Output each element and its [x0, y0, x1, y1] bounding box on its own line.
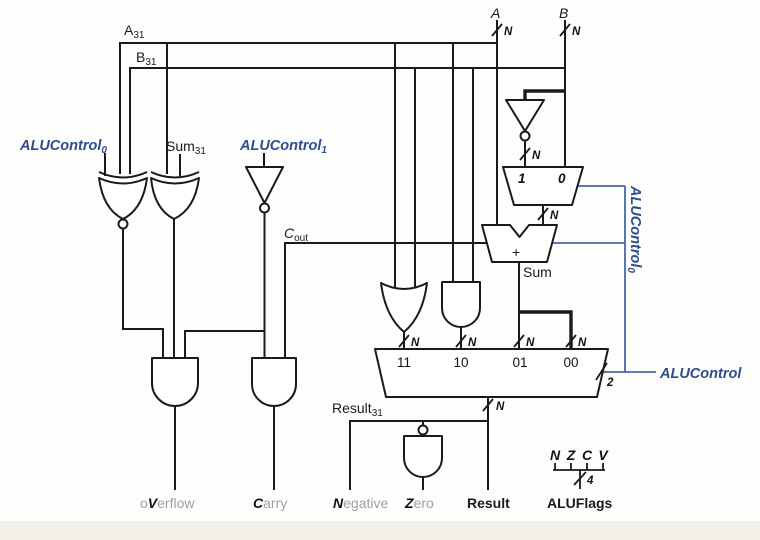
width-01: N	[526, 337, 535, 349]
mux2-input-0: 0	[558, 171, 566, 186]
label-sum: Sum	[523, 264, 552, 280]
label-b: B	[559, 5, 568, 21]
width-result: N	[496, 401, 505, 413]
label-sum31: Sum31	[166, 138, 206, 157]
zero-bubble	[417, 424, 429, 436]
flag-v: V	[598, 447, 609, 463]
or-gate	[380, 282, 428, 333]
slash-alucontrol	[595, 362, 608, 381]
label-zero: Zero	[404, 495, 434, 511]
width-10: N	[468, 337, 477, 349]
width-mux2: N	[550, 210, 559, 222]
not-gate-alucontrol1	[245, 166, 284, 214]
label-overflow: oVerflow	[140, 495, 195, 511]
page-bottom-band	[0, 521, 760, 540]
mux-2to1	[502, 166, 584, 206]
label-alucontrol1: ALUControl1	[239, 138, 327, 156]
and-gate-overflow	[151, 357, 199, 407]
label-a31: A31	[124, 22, 145, 41]
xor-gate	[150, 171, 200, 220]
nor-gate-zero	[403, 424, 443, 478]
slash-notb	[519, 147, 531, 161]
xnor-bubble	[117, 218, 129, 230]
slash-b	[559, 23, 571, 37]
wire-b31	[129, 67, 565, 174]
slash-mux2	[537, 207, 549, 221]
adder-plus: +	[512, 244, 520, 260]
not1-bubble	[259, 202, 270, 214]
label-a: A	[490, 5, 500, 21]
wire-xnor-out	[122, 229, 164, 358]
and-gate-carry	[251, 357, 297, 407]
width-00: N	[578, 337, 587, 349]
thick-wires	[519, 89, 573, 349]
label-cout: Cout	[284, 225, 308, 244]
bus-slashes	[398, 23, 608, 486]
wires	[104, 20, 566, 490]
gates	[98, 99, 609, 478]
label-alucontrol: ALUControl	[659, 366, 742, 382]
wire-not1-branch	[184, 330, 265, 358]
label-negative: Negative	[333, 495, 388, 511]
wire-b-to-notb	[523, 89, 565, 100]
xnor-gate	[98, 171, 148, 230]
control-wires	[552, 185, 656, 373]
label-b31: B31	[136, 49, 157, 68]
width-alucontrol: 2	[606, 377, 614, 389]
wire-result31	[349, 420, 488, 490]
width-a: N	[504, 26, 513, 38]
mux-4to1	[374, 348, 609, 398]
mux2-input-1: 1	[518, 171, 526, 186]
slash-a	[491, 23, 503, 37]
mux4-input-10: 10	[453, 355, 468, 370]
slash-10	[455, 334, 467, 348]
mux4-input-01: 01	[512, 355, 527, 370]
label-aluflags: ALUFlags	[547, 495, 613, 511]
width-b: N	[572, 26, 581, 38]
slash-01	[513, 334, 525, 348]
and-gate	[441, 281, 481, 328]
slash-result	[482, 398, 494, 412]
flag-n: N	[550, 447, 561, 463]
not-gate-b	[505, 99, 545, 142]
flag-bundle: N Z C V 4	[550, 447, 609, 489]
width-11: N	[411, 337, 420, 349]
label-alucontrol0-vertical: ALUControl0	[625, 185, 643, 273]
width-notb: N	[532, 150, 541, 162]
flag-c: C	[582, 447, 593, 463]
slash-00	[565, 334, 577, 348]
flag-z: Z	[566, 447, 576, 463]
width-aluflags: 4	[586, 475, 594, 487]
notb-bubble	[519, 130, 531, 142]
slash-11	[398, 334, 410, 348]
mux4-input-00: 00	[563, 355, 578, 370]
adder	[481, 224, 558, 263]
label-carry: Carry	[253, 495, 287, 511]
mux4-input-11: 11	[397, 355, 411, 370]
label-result: Result	[467, 495, 510, 511]
label-alucontrol0: ALUControl0	[19, 138, 107, 156]
wire-a31	[119, 42, 497, 174]
wire-cout	[284, 242, 487, 358]
label-result31: Result31	[332, 400, 383, 419]
wire-sum-to-00	[519, 310, 573, 349]
